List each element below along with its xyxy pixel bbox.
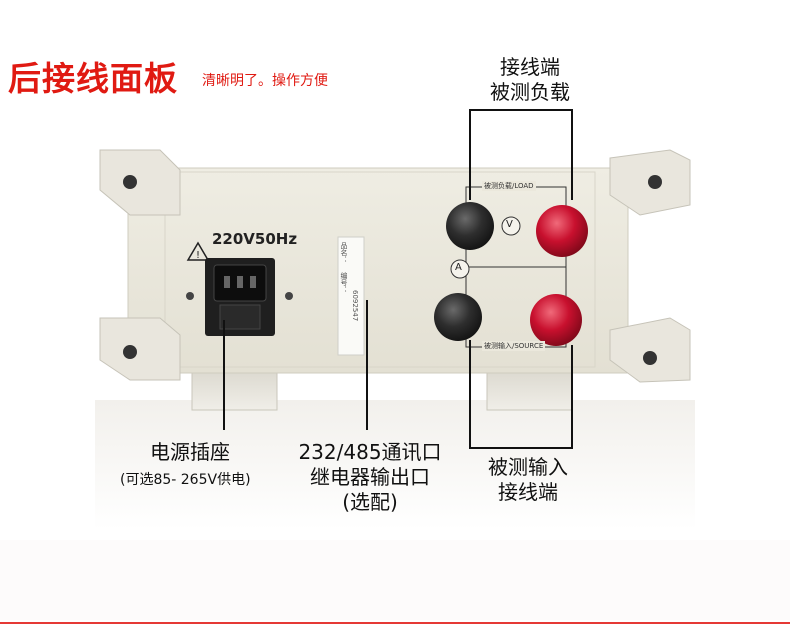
terminal-source-black [434,293,482,341]
terminal-source-red [530,294,582,346]
bracket-bottom-left [99,317,181,381]
screw-hole [648,175,662,189]
power-socket-note: (可选85- 265V供电) [120,472,251,488]
sticker-name: 品名： [340,242,348,263]
load-terminal-callout: 接线端 被测负载 [490,55,570,104]
voltmeter-symbol [501,216,521,236]
screw-hole [643,351,657,365]
sticker-number: 编号： [340,272,348,293]
ammeter-symbol-text: A [455,262,462,273]
screw [186,292,194,300]
panel-inner-border [164,171,596,368]
page-subtitle: 清晰明了。操作方便 [202,73,328,89]
warning-icon [186,241,210,261]
load-panel-label: 被测负载/LOAD [482,181,536,191]
voltmeter-symbol-text: V [506,219,513,230]
bottom-band [0,540,790,620]
callout-line-input [469,340,573,449]
serial-sticker [337,236,365,356]
svg-text:!: ! [196,250,200,261]
sticker-serial: 6092547 [351,290,359,322]
bracket-top-left [99,149,181,216]
screw-hole [123,175,137,189]
terminal-load-red [536,205,588,257]
terminal-load-black [446,202,494,250]
power-socket-callout: 电源插座 [150,440,230,464]
screw-hole [123,345,137,359]
page-title: 后接线面板 [8,59,178,98]
comm-port-callout: 232/485通讯口 继电器输出口 (选配) [298,440,442,514]
voltage-label: 220V50Hz [212,230,298,248]
ammeter-symbol [450,259,470,279]
bracket-bottom-right [609,317,691,383]
bottom-divider [0,622,790,624]
floor-reflection [95,400,695,530]
source-panel-label: 被测输入/SOURCE [482,341,546,351]
input-terminal-callout: 被测输入 接线端 [488,455,568,504]
screw [285,292,293,300]
callout-line-load [469,109,573,200]
